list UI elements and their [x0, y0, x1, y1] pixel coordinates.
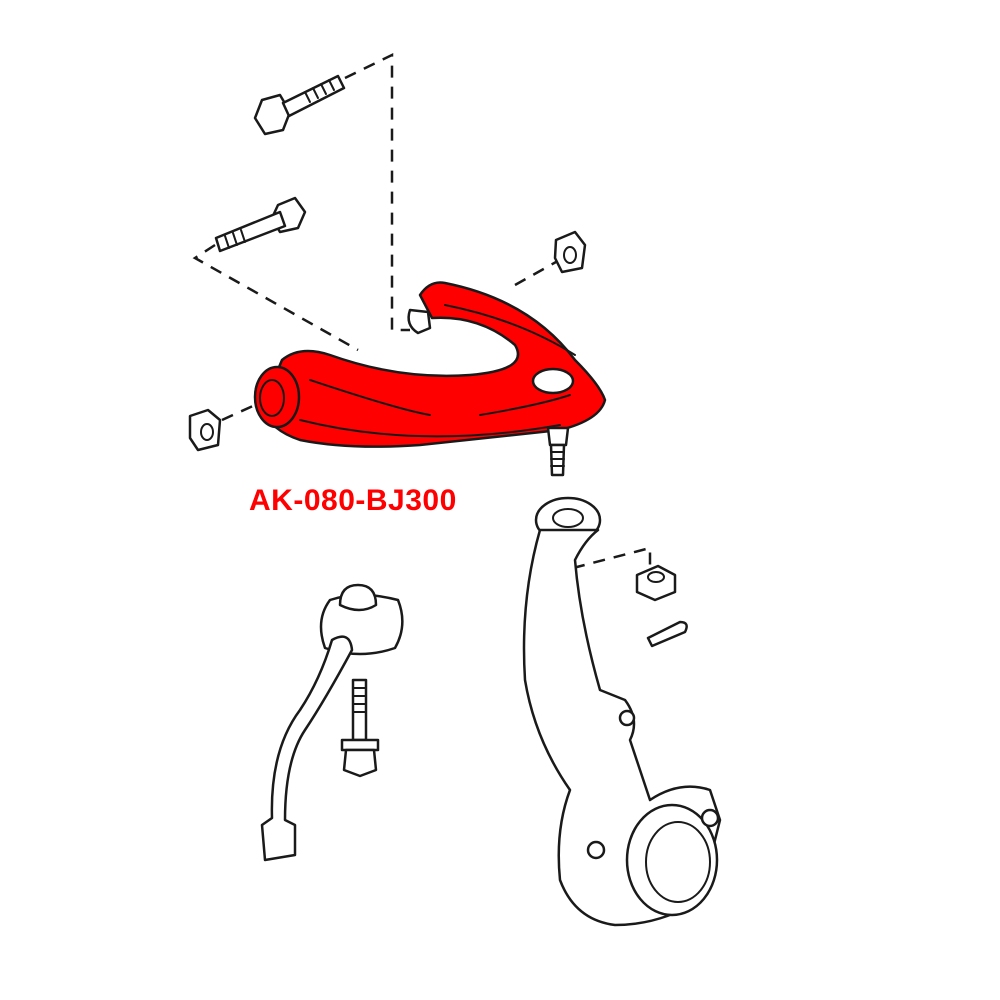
- nut-upper-right: [553, 230, 587, 274]
- lower-bolt: [214, 196, 307, 253]
- upper-control-arm: [253, 281, 607, 477]
- steering-knuckle: [522, 496, 722, 927]
- nut-left: [188, 408, 222, 452]
- cotter-pin: [646, 620, 688, 648]
- tie-rod-end: [260, 583, 404, 862]
- pinch-bolt: [340, 678, 380, 778]
- assembly-guide-lines: [192, 52, 652, 570]
- upper-bolt: [253, 74, 346, 136]
- part-number-label: AK-080-BJ300: [249, 484, 457, 517]
- castle-nut: [635, 564, 677, 602]
